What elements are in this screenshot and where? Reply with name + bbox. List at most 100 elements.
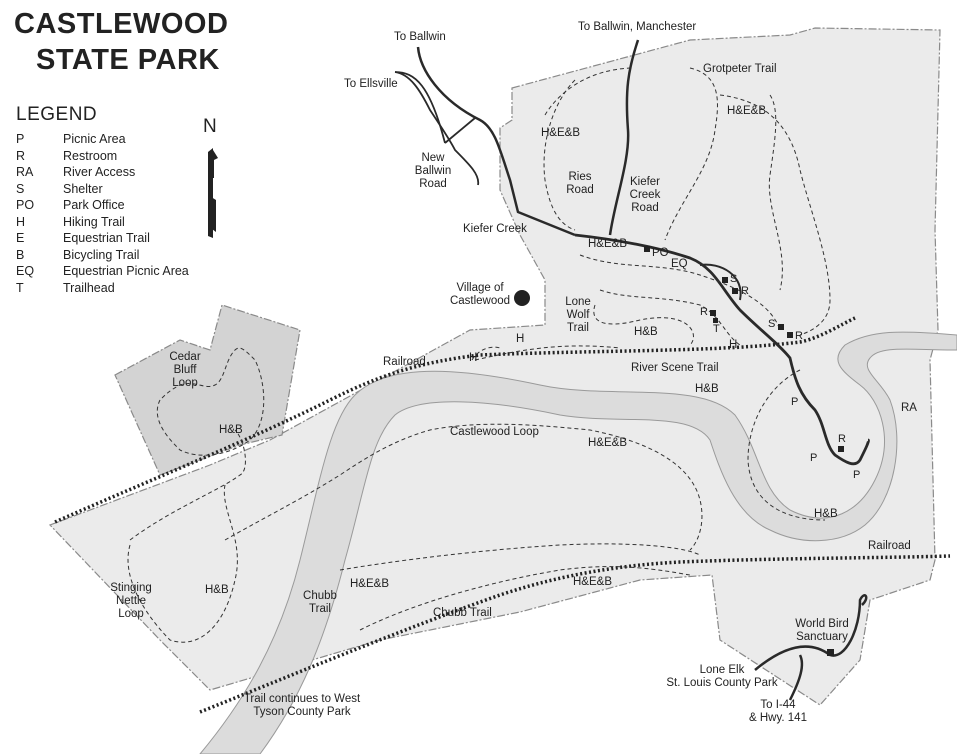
legend-desc: Picnic Area (63, 132, 126, 146)
kiefer-creek-road-label: Kiefer Creek Road (625, 176, 665, 215)
map-title-line1: CASTLEWOOD (14, 8, 229, 40)
hiking-label: H (516, 333, 525, 345)
label-line: Creek (629, 189, 661, 201)
restroom-label: R (838, 433, 846, 445)
river-scene-trail-label: River Scene Trail (631, 362, 719, 374)
legend-item: P Picnic Area (16, 132, 236, 148)
legend-code: P (16, 132, 25, 146)
chubb-trail-label: Chubb Trail (433, 607, 492, 619)
picnic-label: P (791, 396, 799, 408)
new-ballwin-road-label: New Ballwin Road (408, 152, 458, 191)
label-line: Tyson County Park (253, 706, 351, 718)
legend-desc: Restroom (63, 149, 118, 163)
legend-item: EQ Equestrian Picnic Area (16, 264, 236, 280)
legend-desc: Equestrian Trail (63, 231, 150, 245)
trail-use-label: H&B (695, 383, 719, 395)
road-shelter-spur (699, 263, 742, 301)
label-line: Stinging (110, 582, 152, 594)
legend-desc: Shelter (63, 182, 103, 196)
railroad-label: Railroad (383, 356, 426, 368)
cedar-bluff-loop-label: Cedar Bluff Loop (163, 351, 207, 390)
legend-code: EQ (16, 264, 35, 278)
grotpeter-trail-label: Grotpeter Trail (703, 63, 777, 75)
restroom-label: R (700, 306, 708, 318)
label-line: Village of (456, 282, 504, 294)
ries-road-label: Ries Road (562, 171, 598, 197)
road-lone-elk (788, 654, 804, 701)
legend-code: B (16, 248, 25, 262)
map-title-line2: STATE PARK (36, 44, 220, 76)
north-arrow-icon (208, 148, 218, 238)
label-line: Lone (565, 296, 591, 308)
restroom-label: R (741, 285, 749, 297)
trail-use-label: H&E&B (588, 238, 627, 250)
trail-use-label: H&E&B (350, 578, 389, 590)
legend-desc: Bicycling Trail (63, 248, 140, 262)
trail-use-label: H&B (814, 508, 838, 520)
castlewood-loop-label: Castlewood Loop (450, 426, 539, 438)
legend-code: S (16, 182, 25, 196)
park-office-label: PO (652, 247, 669, 259)
label-line: Road (631, 202, 659, 214)
village-dot-icon (514, 290, 530, 306)
to-i44-label: To I-44 & Hwy. 141 (748, 699, 808, 725)
label-line: Lone Elk (699, 664, 745, 676)
label-line: Loop (172, 377, 198, 389)
road-ries (608, 39, 640, 236)
park-boundary (48, 27, 941, 706)
trail-use-label: H&E&B (727, 105, 766, 117)
legend-item: B Bicycling Trail (16, 248, 236, 264)
label-line: Sanctuary (796, 631, 848, 643)
legend-desc: River Access (63, 165, 136, 179)
river-access-label: RA (901, 402, 917, 414)
restroom-label: R (795, 330, 803, 342)
legend-code: E (16, 231, 25, 245)
label-line: Road (566, 184, 594, 196)
trail-use-label: H&E&B (573, 576, 612, 588)
label-line: Castlewood (449, 295, 511, 307)
label-line: Ballwin (414, 165, 452, 177)
label-line: Nettle (115, 595, 147, 607)
railroad-lower (199, 554, 951, 714)
hiking-label: H (469, 352, 478, 364)
legend-desc: Equestrian Picnic Area (63, 264, 189, 278)
legend-code: PO (16, 198, 35, 212)
label-line: Trail continues to West (243, 693, 361, 705)
trail-use-label: H&B (634, 326, 658, 338)
label-line: Trail (567, 322, 589, 334)
legend-code: R (16, 149, 26, 163)
legend-desc: Hiking Trail (63, 215, 125, 229)
label-line: Chubb (303, 590, 337, 602)
legend-code: T (16, 281, 24, 295)
picnic-label: P (810, 452, 818, 464)
to-ellsville-label: To Ellsville (344, 78, 398, 90)
road-connector (444, 117, 476, 144)
legend-item: PO Park Office (16, 198, 236, 214)
trail-use-label: H&B (219, 424, 243, 436)
road-kiefer-creek (574, 233, 870, 466)
legend-item: S Shelter (16, 182, 236, 198)
label-line: St. Louis County Park (666, 677, 778, 689)
shelter-label: S (768, 318, 776, 330)
legend-desc: Park Office (63, 198, 125, 212)
label-line: Kiefer (629, 176, 661, 188)
trail-continues-label: Trail continues to West Tyson County Par… (232, 693, 372, 719)
label-line: Cedar (169, 351, 201, 363)
label-line: Loop (118, 608, 144, 620)
trail-use-label: H&E&B (588, 437, 627, 449)
road-world-bird (754, 594, 868, 671)
label-line: Wolf (566, 309, 590, 321)
legend-code: RA (16, 165, 34, 179)
legend-code: H (16, 215, 26, 229)
road-to-ballwin (416, 46, 576, 237)
legend-item: RA River Access (16, 165, 236, 181)
label-line: Bluff (173, 364, 197, 376)
trailhead-label: T (713, 323, 720, 335)
village-label: Village of Castlewood (445, 282, 515, 308)
equestrian-picnic-label: EQ (671, 258, 688, 270)
facility-square-icon (644, 246, 844, 656)
to-ballwin-label: To Ballwin (394, 31, 446, 43)
trail-use-label: H&E&B (541, 127, 580, 139)
